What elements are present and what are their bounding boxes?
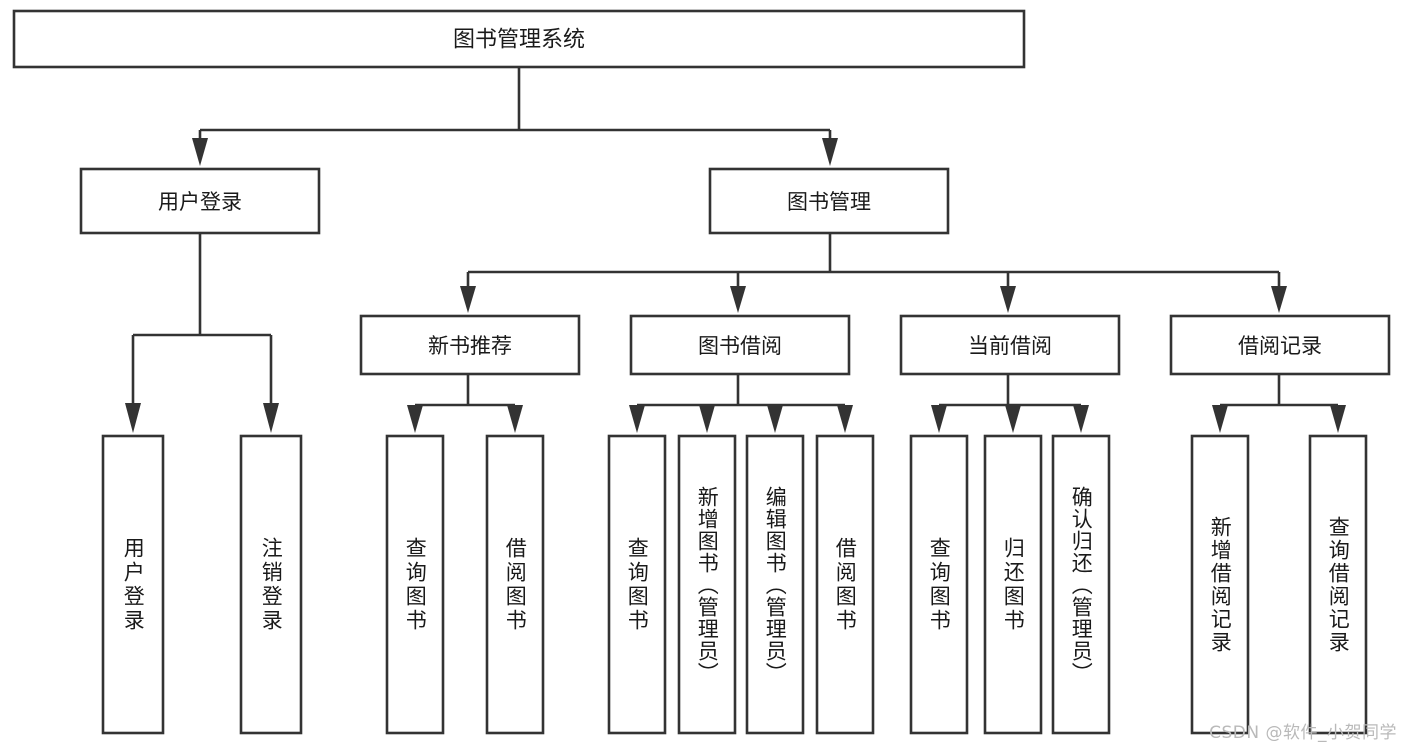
arrow-bb-to-leaf-borrow-lend: [837, 405, 853, 433]
node-book-borrow-label: 图书借阅: [698, 334, 782, 358]
node-current-borrow-label: 当前借阅: [968, 334, 1052, 358]
node-book-borrow-rect[interactable]: [629, 314, 851, 376]
node-leaf-user-login-rect[interactable]: [101, 434, 165, 735]
node-user-login-rect[interactable]: [79, 167, 321, 235]
node-borrow-record[interactable]: 借阅记录: [1169, 314, 1391, 376]
node-root-rect[interactable]: [12, 9, 1026, 69]
arrow-root-to-book-manage: [822, 138, 838, 166]
node-leaf-rec-search-rect[interactable]: [1308, 434, 1368, 735]
arrow-bm-to-new-book-rec: [460, 286, 476, 313]
edge-group-user-login: [125, 233, 279, 433]
arrow-cb-to-leaf-cur-confirm: [1073, 405, 1089, 433]
watermark-label: CSDN @软件_小贺同学: [1209, 723, 1397, 743]
node-new-book-rec-label: 新书推荐: [428, 334, 512, 358]
edge-group-book-borrow: [629, 374, 853, 433]
node-root-label: 图书管理系统: [453, 28, 585, 53]
edge-group-borrow-record: [1212, 374, 1346, 433]
arrow-cb-to-leaf-cur-query: [931, 405, 947, 433]
node-leaf-rec-query-rect[interactable]: [385, 434, 445, 735]
edge-group-new-book-rec: [407, 374, 523, 433]
arrow-bb-to-leaf-borrow-add: [699, 405, 715, 433]
node-current-borrow[interactable]: 当前借阅: [899, 314, 1121, 376]
node-root[interactable]: 图书管理系统: [12, 9, 1026, 69]
node-leaf-borrow-edit-rect[interactable]: [745, 434, 805, 735]
node-leaf-borrow-query-rect[interactable]: [607, 434, 667, 735]
arrow-bb-to-leaf-borrow-query: [629, 405, 645, 433]
arrow-bb-to-leaf-borrow-edit: [767, 405, 783, 433]
node-new-book-rec[interactable]: 新书推荐: [359, 314, 581, 376]
arrow-root-to-user-login: [192, 138, 208, 166]
node-leaf-cur-return-rect[interactable]: [983, 434, 1043, 735]
node-leaf-cur-confirm-rect[interactable]: [1051, 434, 1111, 735]
arrow-br-to-leaf-rec-add: [1212, 405, 1228, 433]
arrow-cb-to-leaf-cur-return: [1005, 405, 1021, 433]
edge-group-current-borrow: [931, 374, 1089, 433]
node-leaf-rec-borrow-rect[interactable]: [485, 434, 545, 735]
node-book-manage[interactable]: 图书管理: [708, 167, 950, 235]
arrow-ul-to-leaf-user-logout: [263, 403, 279, 433]
node-book-borrow[interactable]: 图书借阅: [629, 314, 851, 376]
node-book-manage-rect[interactable]: [708, 167, 950, 235]
arrow-bm-to-book-borrow: [730, 286, 746, 313]
node-leaf-rec-add-rect[interactable]: [1190, 434, 1250, 735]
node-user-login-label: 用户登录: [158, 190, 242, 214]
node-borrow-record-label: 借阅记录: [1238, 334, 1322, 358]
arrow-nbr-to-leaf-rec-borrow: [507, 405, 523, 433]
node-new-book-rec-rect[interactable]: [359, 314, 581, 376]
node-book-manage-label: 图书管理: [787, 190, 871, 214]
edge-group-root: [192, 67, 838, 166]
arrow-ul-to-leaf-user-login: [125, 403, 141, 433]
node-leaf-borrow-add-rect[interactable]: [677, 434, 737, 735]
arrow-nbr-to-leaf-rec-query: [407, 405, 423, 433]
node-leaf-cur-query-rect[interactable]: [909, 434, 969, 735]
node-user-login[interactable]: 用户登录: [79, 167, 321, 235]
arrow-bm-to-current-borrow: [1000, 286, 1016, 313]
node-leaf-user-logout-rect[interactable]: [239, 434, 303, 735]
node-leaf-borrow-lend-rect[interactable]: [815, 434, 875, 735]
edge-group-book-manage: [460, 233, 1287, 313]
node-current-borrow-rect[interactable]: [899, 314, 1121, 376]
node-borrow-record-rect[interactable]: [1169, 314, 1391, 376]
arrow-bm-to-borrow-record: [1271, 286, 1287, 313]
arrow-br-to-leaf-rec-search: [1330, 405, 1346, 433]
